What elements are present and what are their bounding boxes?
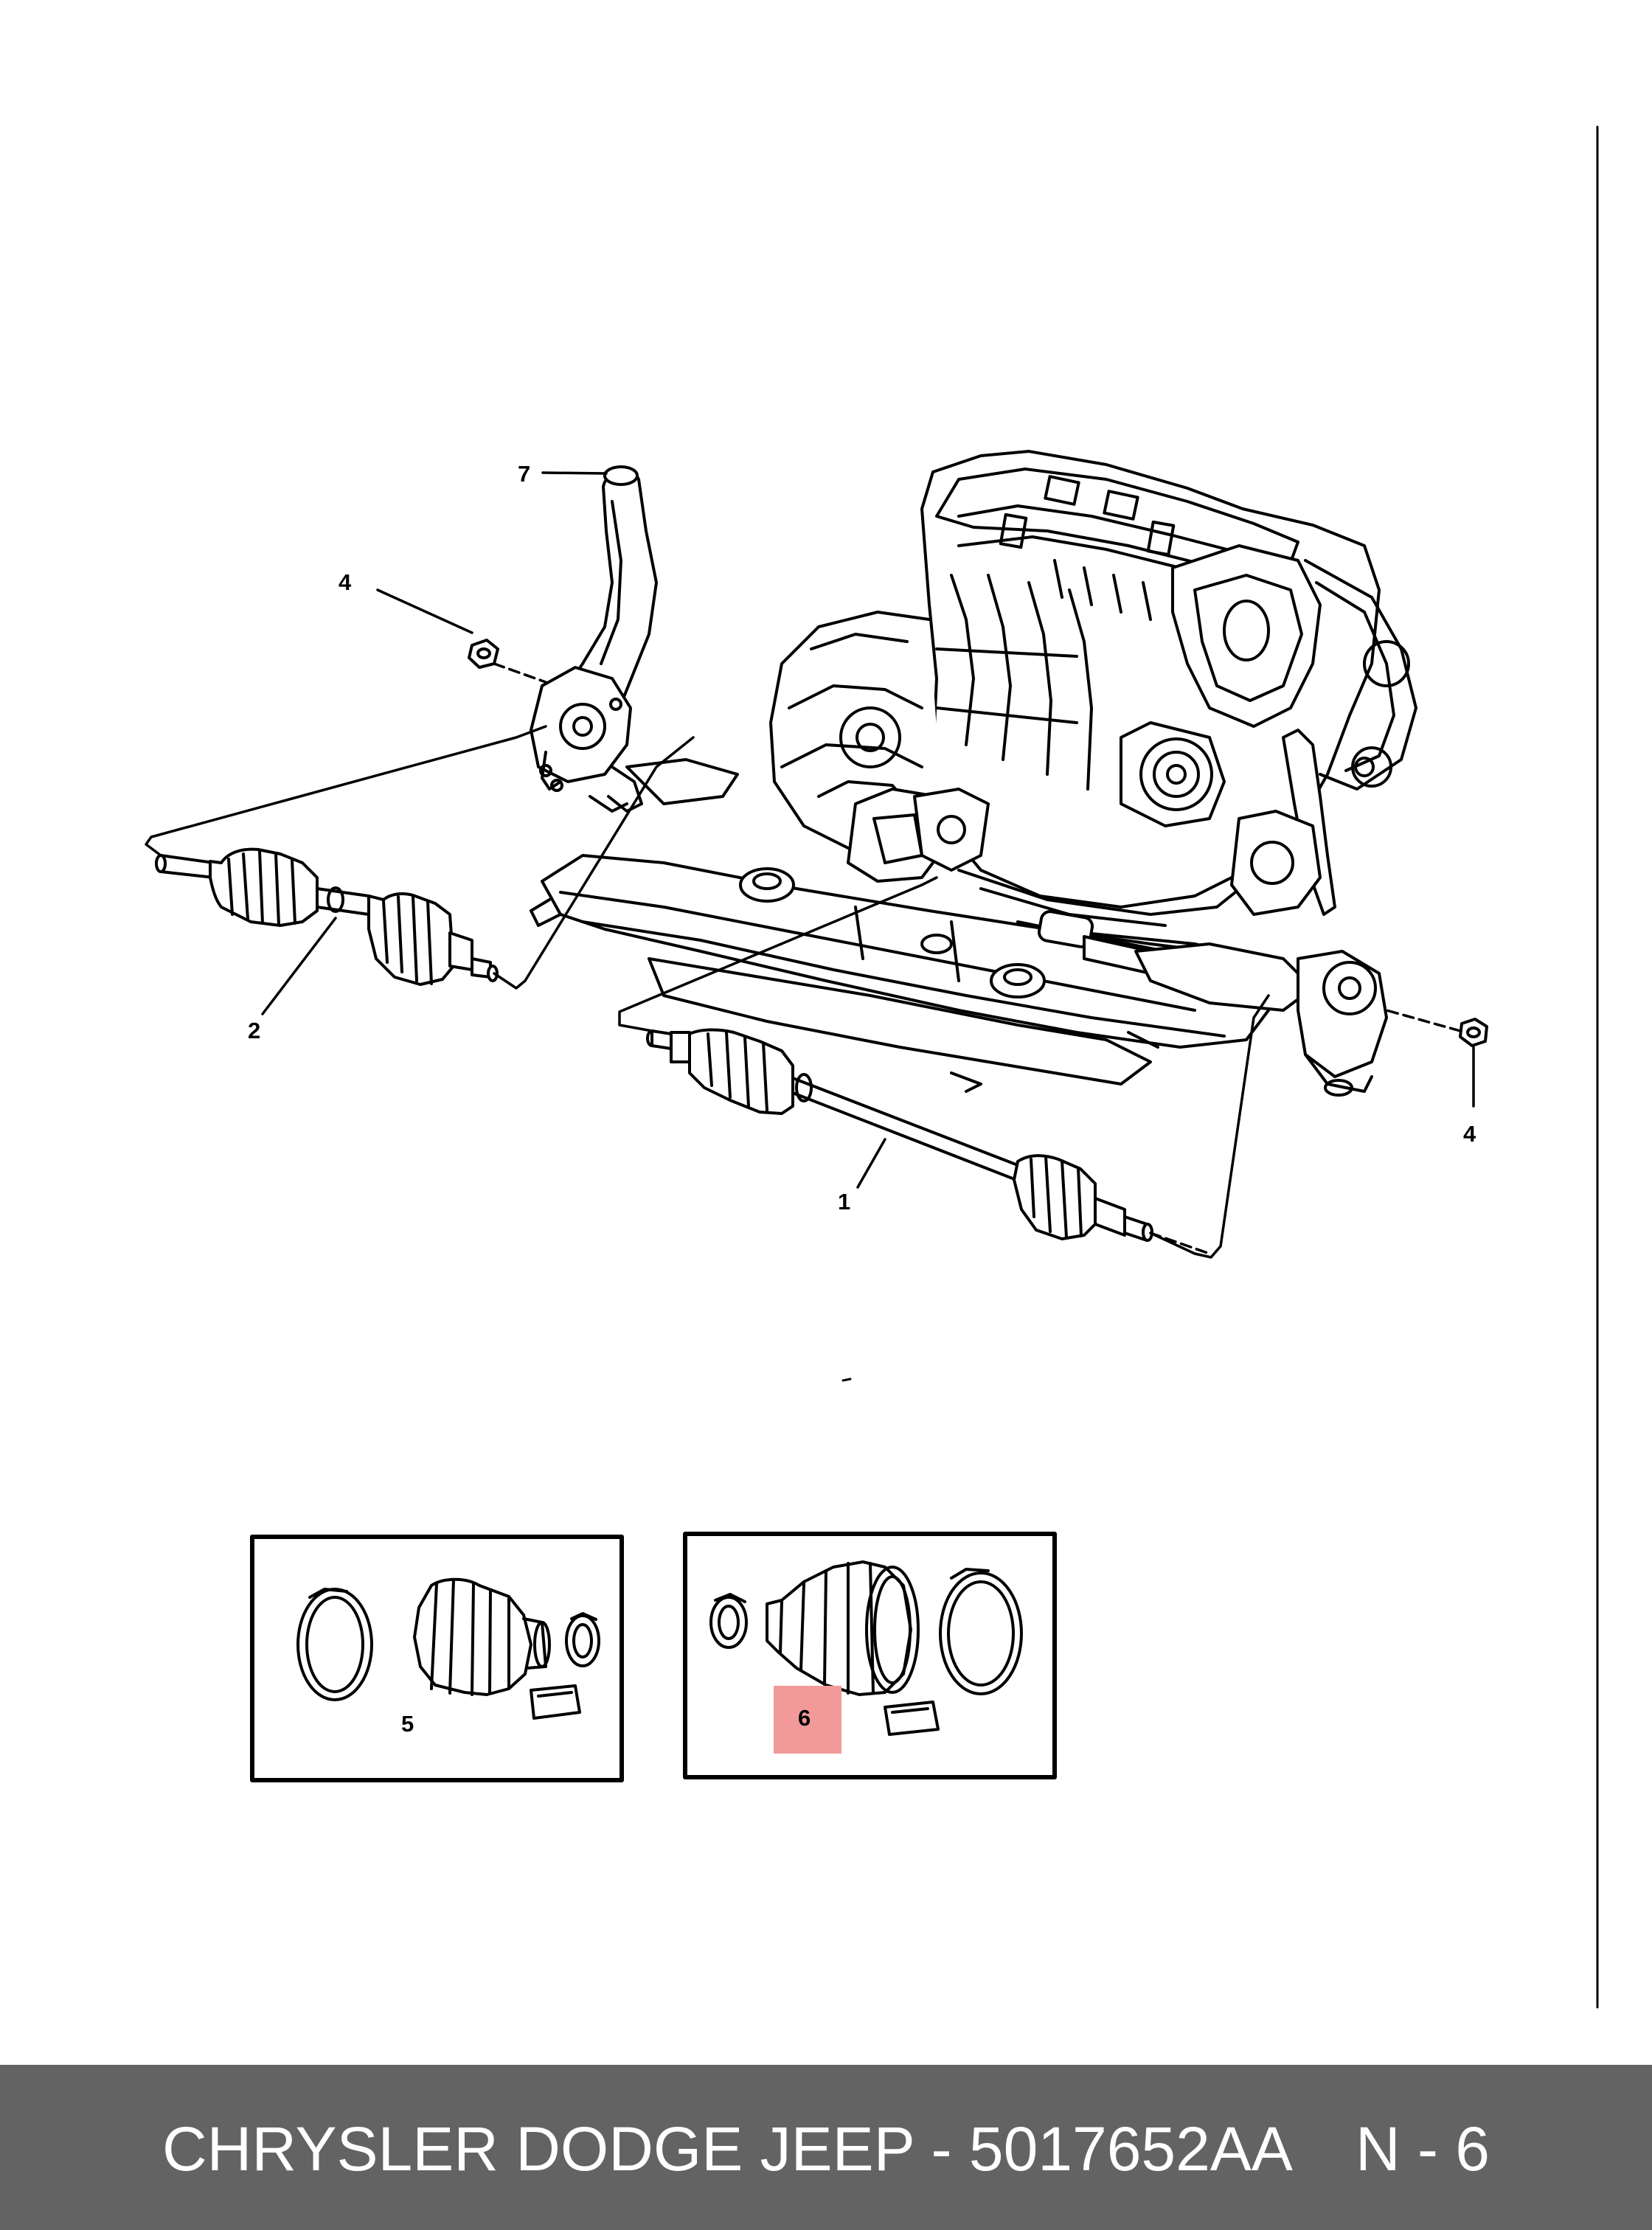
- callout-4-left: 4: [339, 569, 352, 595]
- boot-kit-5: [250, 1535, 624, 1782]
- callout-5: 5: [401, 1711, 414, 1737]
- left-drive-shaft: [155, 847, 499, 986]
- boot-kit-6: [683, 1532, 1057, 1779]
- right-hub-nut: [1459, 1018, 1488, 1047]
- boot-kit-5-frame: [250, 1535, 624, 1782]
- boot-kit-6-frame: [683, 1532, 1057, 1779]
- left-knuckle-strut: [530, 465, 739, 813]
- footer-bar: CHRYSLER DODGE JEEP - 5017652AA N - 6: [0, 2065, 1652, 2230]
- engine-assembly: [769, 450, 1417, 927]
- callout-4-right: 4: [1463, 1121, 1476, 1147]
- leader-lines: [145, 471, 1475, 1259]
- part-number-title: CHRYSLER DODGE JEEP - 5017652AA: [162, 2114, 1293, 2184]
- page-reference: N - 6: [1356, 2114, 1490, 2184]
- callout-7: 7: [518, 461, 530, 487]
- callout-1: 1: [838, 1189, 850, 1215]
- callout-2: 2: [248, 1018, 260, 1043]
- highlight-part-6: [774, 1686, 841, 1754]
- right-drive-shaft: [646, 1028, 1153, 1242]
- parts-diagram: 7 4 4 2 1 5 6: [145, 125, 1599, 2009]
- callout-6: 6: [798, 1705, 811, 1731]
- right-knuckle-strut: [1134, 729, 1388, 1097]
